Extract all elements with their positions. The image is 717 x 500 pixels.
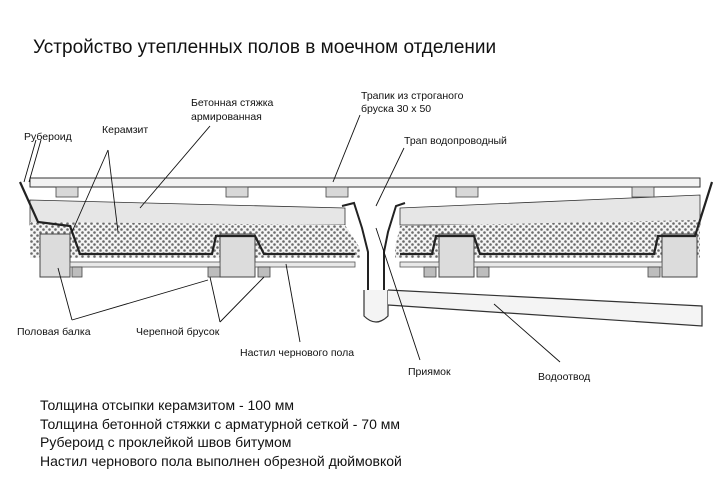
leader-lines [23,114,561,363]
label-keramzit: Керамзит [102,124,148,136]
cranial-bars [71,266,661,278]
label-screed-line1: Бетонная стяжка [191,97,274,109]
label-walkway-line2: бруска 30 х 50 [361,103,431,115]
drain-pit [363,290,389,323]
walkway-bar [325,186,349,198]
roofing-felt [18,181,714,256]
concrete-screed [29,194,701,226]
note-line: Настил чернового пола выполнен обрезной … [40,452,402,469]
walkway-bar [631,186,655,198]
floor-beam [438,233,475,278]
construction-notes: Толщина отсыпки керамзитом - 100 мм Толщ… [40,396,402,470]
cranial-bar [647,266,661,278]
label-floor-beam: Половая балка [17,326,91,338]
expanded-clay-layer [30,220,700,258]
label-outlet: Водоотвод [538,371,590,383]
page-title: Устройство утепленных полов в моечном от… [33,37,496,58]
cranial-bar [257,266,271,278]
subfloor-board [69,261,221,268]
floor-beam [661,233,698,278]
cranial-bar [423,266,437,278]
label-pit: Приямок [408,366,451,378]
walkway-bar [455,186,479,198]
walkway-board [29,177,701,188]
floor-beam [219,233,256,278]
walkway-bars [55,186,655,198]
cranial-bar [476,266,490,278]
label-drain-trap: Трап водопроводный [404,135,507,147]
note-line: Рубероид с проклейкой швов битумом [40,434,292,450]
subfloor-board [399,261,440,268]
floor-beam [39,233,71,278]
drain-outlet-pipe [387,289,703,327]
walkway-bar [225,186,249,198]
note-line: Толщина бетонной стяжки с арматурной сет… [40,415,400,432]
label-ruberoid: Рубероид [24,131,72,143]
drain-trap [341,201,406,318]
subfloor-board [473,261,663,268]
walkway-bar [55,186,79,198]
subfloor-board [254,261,356,268]
label-subfloor: Настил чернового пола [240,347,354,359]
subfloor-boards [69,261,663,268]
note-line: Толщина отсыпки керамзитом - 100 мм [40,397,295,413]
cranial-bar [71,266,83,278]
label-screed-line2: армированная [191,111,262,123]
cranial-bar [207,266,221,278]
label-cranial-bar: Черепной брусок [136,326,220,338]
floor-beams [39,233,698,278]
label-walkway-line1: Трапик из строганого [361,90,464,102]
